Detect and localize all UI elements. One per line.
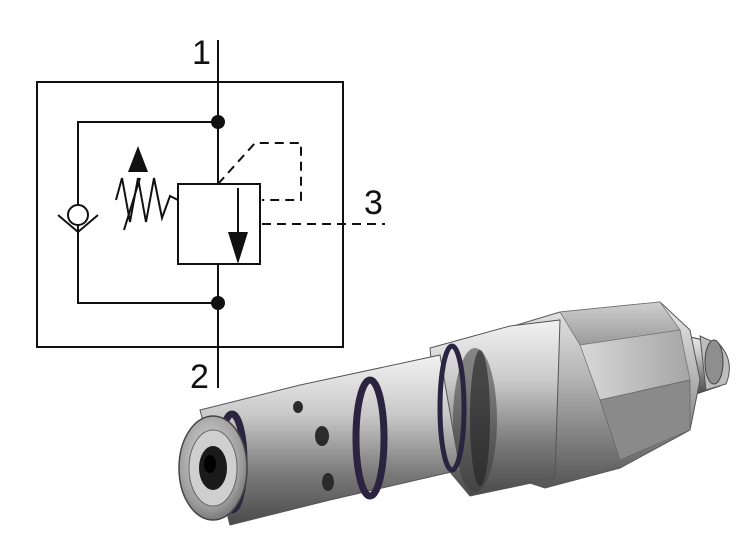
- adjustable-arrow: [123, 146, 148, 231]
- pilot-line: [217, 142, 302, 201]
- valve-envelope: [36, 81, 344, 348]
- spring-symbol: [115, 177, 179, 223]
- cartridge-barrel: [199, 354, 461, 526]
- port-1-label: 1: [192, 34, 211, 72]
- hydraulic-schematic: [36, 40, 385, 388]
- flow-arrow: [228, 188, 248, 264]
- port-2-label: 2: [190, 358, 209, 396]
- side-ports: [293, 401, 334, 491]
- port-3-label: 3: [364, 184, 383, 222]
- cartridge-valve-image: [178, 301, 730, 526]
- valve-spool-box: [177, 183, 261, 265]
- check-valve-symbol: [57, 204, 99, 243]
- nose-face: [178, 415, 248, 521]
